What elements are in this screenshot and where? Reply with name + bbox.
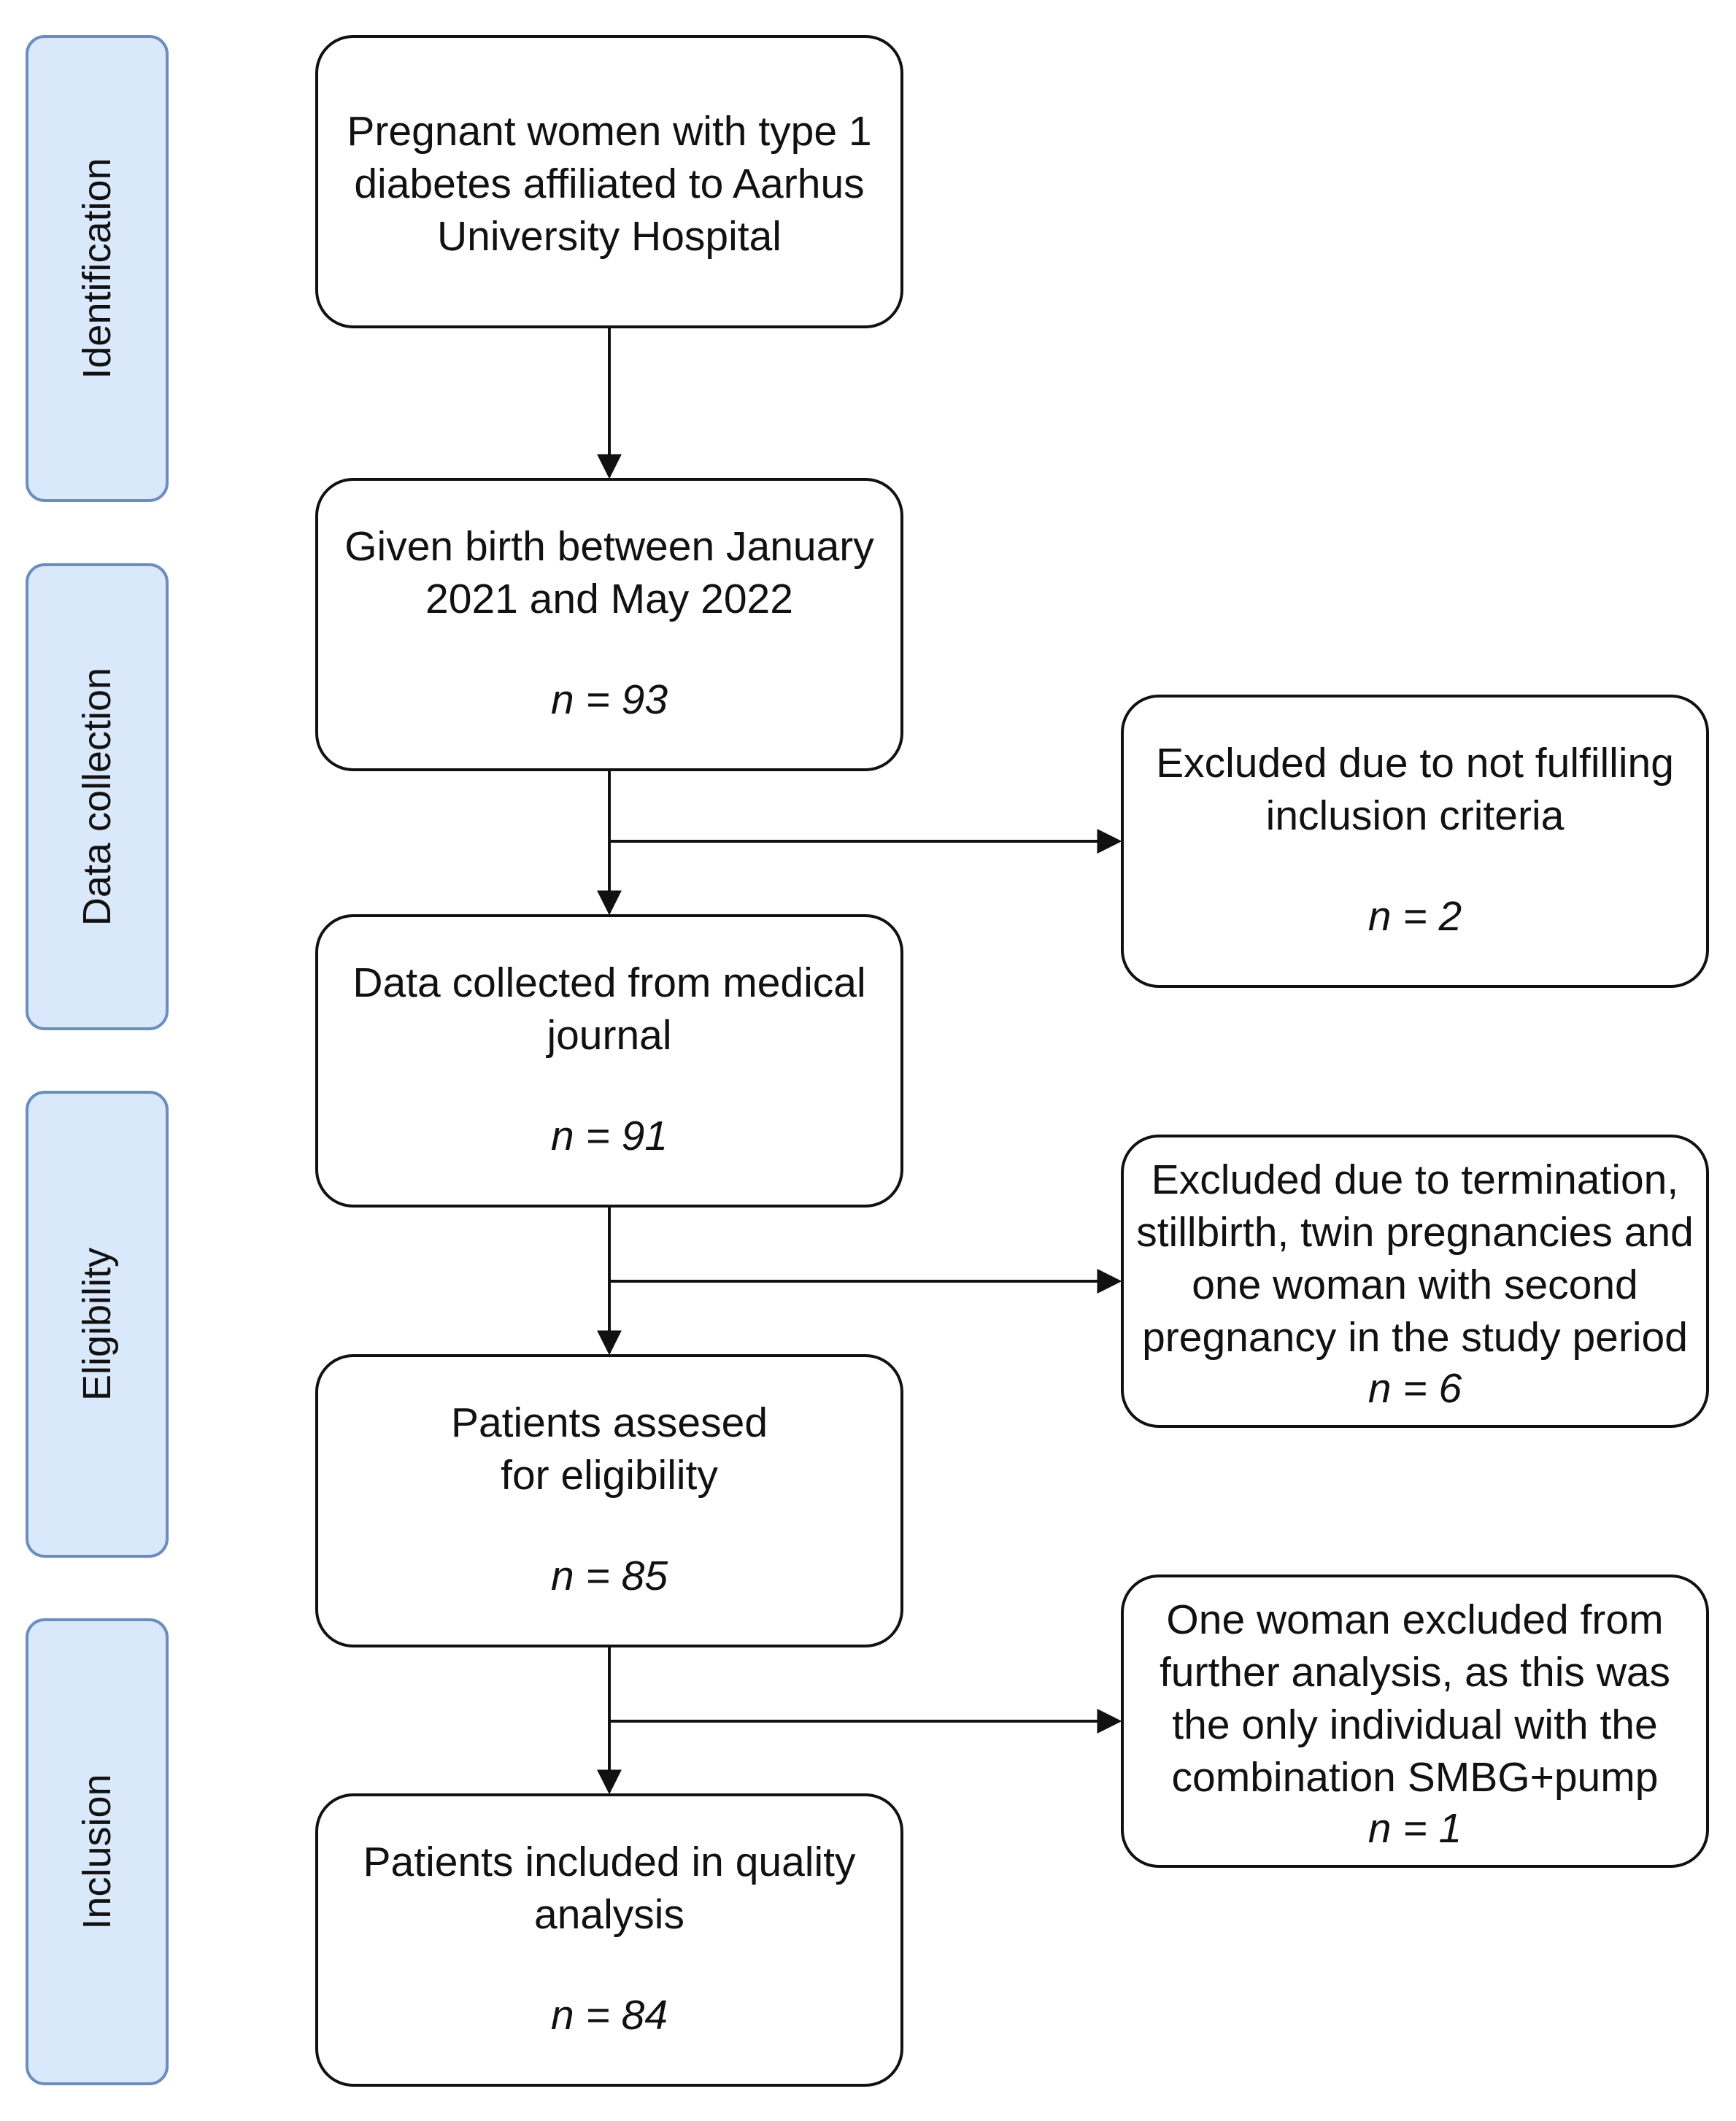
box-included: Patients included in quality analysis n … <box>315 1793 903 2087</box>
phase-eligibility: Eligibility <box>26 1091 169 1558</box>
box-excluded-criteria-count: n = 2 <box>1367 893 1462 940</box>
box-pregnant-women: Pregnant women with type 1 diabetes affi… <box>315 35 903 328</box>
box-excluded-criteria-text: Excluded due to not fulfilling inclusion… <box>1156 740 1674 839</box>
box-excluded-one-woman-count: n = 1 <box>1367 1805 1462 1852</box>
box-data-collected-count: n = 91 <box>550 1113 668 1159</box>
box-data-collected-text: Data collected from medical journal <box>352 959 866 1059</box>
box-assessed-eligibility-count: n = 85 <box>550 1553 668 1599</box>
box-excluded-one-woman: One woman excluded from further analysis… <box>1121 1575 1709 1868</box>
box-given-birth-count: n = 93 <box>550 676 668 723</box>
box-given-birth: Given birth between January 2021 and May… <box>315 478 903 771</box>
box-assessed-eligibility-text: Patients assesed for eligibility <box>450 1399 768 1499</box>
box-data-collected: Data collected from medical journal n = … <box>315 914 903 1208</box>
box-included-text: Patients included in quality analysis <box>363 1839 856 1938</box>
box-excluded-one-woman-text: One woman excluded from further analysis… <box>1159 1596 1671 1801</box>
box-assessed-eligibility: Patients assesed for eligibility n = 85 <box>315 1354 903 1647</box>
phase-data-collection: Data collection <box>26 563 169 1030</box>
box-excluded-termination-count: n = 6 <box>1367 1365 1462 1412</box>
box-included-count: n = 84 <box>550 1992 668 2039</box>
phase-inclusion: Inclusion <box>26 1618 169 2085</box>
box-excluded-termination-text: Excluded due to termination, stillbirth,… <box>1136 1156 1694 1361</box>
phase-identification: Identification <box>26 35 169 502</box>
box-given-birth-text: Given birth between January 2021 and May… <box>344 523 874 622</box>
box-pregnant-women-text: Pregnant women with type 1 diabetes affi… <box>347 108 872 260</box>
box-excluded-criteria: Excluded due to not fulfilling inclusion… <box>1121 695 1709 988</box>
box-excluded-termination: Excluded due to termination, stillbirth,… <box>1121 1135 1709 1428</box>
